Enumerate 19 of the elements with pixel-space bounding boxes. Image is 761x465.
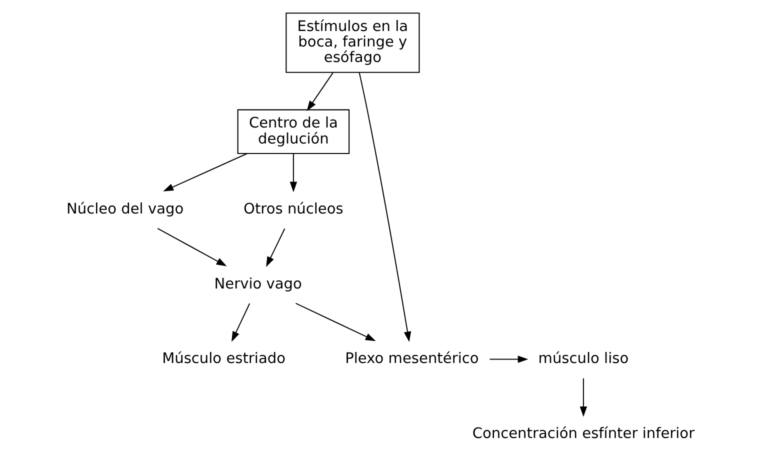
node-text: Otros núcleos <box>244 200 344 217</box>
node-box: Estímulos en la boca, faringe y esófago <box>286 12 420 72</box>
node-text: Músculo estriado <box>162 350 286 367</box>
arrow <box>306 72 334 111</box>
arrow <box>490 355 528 362</box>
node-text: Concentración esfínter inferior <box>472 424 695 442</box>
arrow <box>290 153 298 192</box>
arrow <box>266 228 286 267</box>
arrow <box>232 302 250 342</box>
arrow <box>163 152 248 191</box>
node-text: Plexo mesentérico <box>345 350 479 367</box>
arrow <box>296 302 376 341</box>
node-text: músculo liso <box>538 350 629 367</box>
arrow <box>157 227 227 266</box>
arrow <box>358 72 412 342</box>
node-text: Núcleo del vago <box>66 200 184 217</box>
node-box: Centro de la deglución <box>237 108 350 154</box>
arrow <box>580 378 588 416</box>
node-text: Nervio vago <box>214 274 302 292</box>
